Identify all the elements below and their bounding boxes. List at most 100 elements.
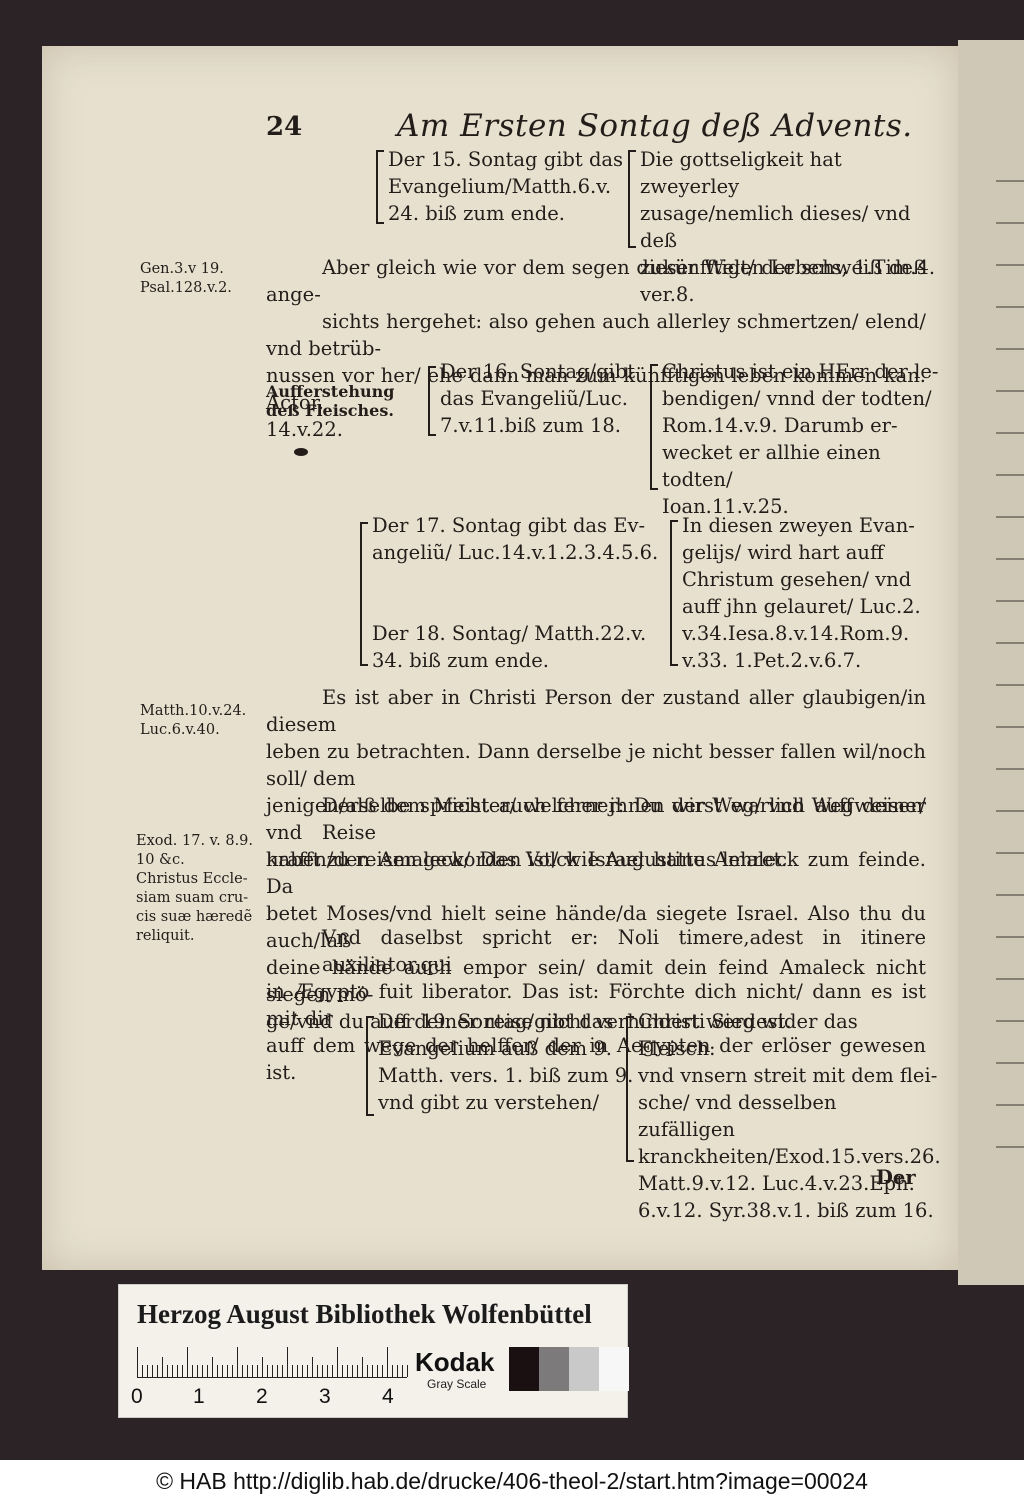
ruler-tick <box>177 1365 178 1377</box>
paragraph-4: Vnd daselbst spricht er: Noli timere,ade… <box>266 924 926 1086</box>
text-line: Der 19. Sontag/gibt das <box>378 1010 614 1033</box>
ruler-tick <box>347 1365 348 1377</box>
paragraph-2: Es ist aber in Christi Person der zustan… <box>266 684 926 873</box>
text-line: gelijs/ wird hart auff <box>682 541 884 564</box>
ruler-tick <box>197 1365 198 1377</box>
text-line: auff jhn gelauret/ Luc.2. <box>682 595 921 618</box>
ruler-tick <box>297 1365 298 1377</box>
text-line: 6.v.12. Syr.38.v.1. biß zum 16. <box>638 1199 934 1222</box>
margin-line: Exod. 17. v. 8.9. <box>136 833 254 849</box>
ruler-tick <box>212 1357 213 1377</box>
text-line: sche/ vnd desselben zufälligen <box>638 1091 837 1141</box>
credit-footer: © HAB http://diglib.hab.de/drucke/406-th… <box>0 1460 1024 1502</box>
bracket <box>670 520 678 666</box>
ruler-tick <box>252 1365 253 1377</box>
text-line: 34. biß zum ende. <box>372 649 549 672</box>
margin-line: Psal.128.v.2. <box>140 280 232 296</box>
ruler-tick <box>202 1365 203 1377</box>
text-line: jenigen/alß dem Meister/ welcher jhnen d… <box>266 794 926 844</box>
text-line: ver.8. <box>640 283 695 306</box>
text-line: Matth. vers. 1. biß zum 9. <box>378 1064 634 1087</box>
gray-swatch-2 <box>539 1347 569 1391</box>
text-line: Christum gesehen/ vnd <box>682 568 912 591</box>
ruler-tick <box>377 1365 378 1377</box>
page-header: 24 Am Ersten Sontag deß Advents. <box>42 108 958 148</box>
text-line: betet Moses/vnd hielt seine hände/da sie… <box>266 902 926 952</box>
ruler-tick <box>172 1365 173 1377</box>
ruler-tick <box>407 1365 408 1377</box>
bracket <box>428 366 436 436</box>
text-line: Christus ist ein HErr der le- <box>662 360 939 383</box>
paragraph-1: Aber gleich wie vor dem segen dieser Wel… <box>266 254 926 443</box>
text-line: Die gottseligkeit hat zweyerley <box>640 148 842 198</box>
block2-right: Christus ist ein HErr der le- bendigen/ … <box>662 358 942 520</box>
bracket <box>650 364 658 490</box>
bracket <box>626 1016 634 1162</box>
text-line: Evangelium auß dem 9. <box>378 1037 612 1060</box>
ruler-tick <box>247 1365 248 1377</box>
text-line: v.34.Iesa.8.v.14.Rom.9. <box>682 622 910 645</box>
block2-left: Der 16. Sontag/gibt das Evangeliũ/Luc. 7… <box>440 358 650 439</box>
bracket <box>366 1016 374 1116</box>
text-line: auff dem wege der helffer/ der in Aegypt… <box>266 1034 926 1084</box>
text-line: Aber gleich wie vor dem segen dieser Wel… <box>266 256 926 306</box>
margin-line: cis suæ hæredẽ <box>136 909 253 925</box>
text-line: zukünfftigen Lebens, 1.Tim.4. <box>640 256 936 279</box>
text-line: sichts hergehet: also gehen auch allerle… <box>266 310 926 360</box>
text-line: leben zu betrachten. Dann derselbe je ni… <box>266 740 926 790</box>
running-title: Am Ersten Sontag deß Advents. <box>397 108 913 144</box>
library-name: Herzog August Bibliothek Wolfenbüttel <box>137 1299 592 1329</box>
ruler-tick <box>147 1365 148 1377</box>
margin-note-2: Matth.10.v.24. Luc.6.v.40. <box>140 702 246 740</box>
text-line: bendigen/ vnnd der todten/ <box>662 387 932 410</box>
text-line: kranckheiten/Exod.15.vers.26. <box>638 1145 941 1168</box>
ruler-tick <box>152 1365 153 1377</box>
block3-left-b: Der 18. Sontag/ Matth.22.v. 34. biß zum … <box>372 620 672 674</box>
gray-scale-label: Gray Scale <box>427 1377 487 1391</box>
block4-left: Der 19. Sontag/gibt das Evangelium auß d… <box>378 1008 648 1116</box>
text-line: Es ist aber in Christi Person der zustan… <box>266 686 926 736</box>
ruler-tick <box>187 1347 188 1377</box>
ruler-label: 3 <box>319 1385 331 1408</box>
ruler-tick <box>287 1347 288 1377</box>
margin-line: Christus Eccle- <box>136 871 248 887</box>
margin-line: 10 &c. <box>136 852 185 868</box>
ruler-tick <box>292 1365 293 1377</box>
ruler-tick <box>232 1365 233 1377</box>
text-line: In diesen zweyen Evan- <box>682 514 915 537</box>
ruler-tick <box>387 1347 388 1377</box>
ruler-tick <box>317 1365 318 1377</box>
block1-left: Der 15. Sontag gibt das Evangelium/Matth… <box>388 146 628 227</box>
ruler-tick <box>322 1365 323 1377</box>
text-line: Der 16. Sontag/gibt <box>440 360 636 383</box>
ruler-tick <box>282 1365 283 1377</box>
ruler-label: 4 <box>382 1385 394 1408</box>
ruler-tick <box>307 1365 308 1377</box>
ruler-tick <box>262 1357 263 1377</box>
text-line: 14.v.22. <box>266 418 343 441</box>
ruler-tick <box>207 1365 208 1377</box>
margin-note-1: Gen.3.v 19. Psal.128.v.2. <box>140 260 232 298</box>
text-line: Vnd daselbst spricht er: Noli timere,ade… <box>322 926 926 976</box>
ruler-tick <box>157 1365 158 1377</box>
ruler-tick <box>332 1365 333 1377</box>
ruler-tick <box>397 1365 398 1377</box>
ruler-label: 2 <box>256 1385 268 1408</box>
ruler-tick <box>272 1365 273 1377</box>
page-number: 24 <box>266 112 303 142</box>
text-line: Ioan.11.v.25. <box>662 495 789 518</box>
text-line: wecket er allhie einen todten/ <box>662 441 881 491</box>
block4-right: Christi Sieg wider das Fleisch: vnd vnse… <box>638 1008 941 1224</box>
text-line: Der 18. Sontag/ Matth.22.v. <box>372 622 647 645</box>
ruler-tick <box>362 1357 363 1377</box>
ruler-label: 0 <box>131 1385 143 1408</box>
bracket <box>376 150 384 224</box>
ruler-tick <box>137 1347 138 1377</box>
kodak-logo: Kodak <box>415 1347 495 1377</box>
paragraph-3: Derselbe spricht auch ferner: Du wirst w… <box>266 792 926 1035</box>
text-line: in Ægypto fuit liberator. Das ist: Förch… <box>266 980 926 1030</box>
color-reference-card: Herzog August Bibliothek Wolfenbüttel 0 … <box>118 1284 629 1418</box>
ruler-tick <box>302 1365 303 1377</box>
ruler-tick <box>267 1365 268 1377</box>
ruler-tick <box>392 1365 393 1377</box>
